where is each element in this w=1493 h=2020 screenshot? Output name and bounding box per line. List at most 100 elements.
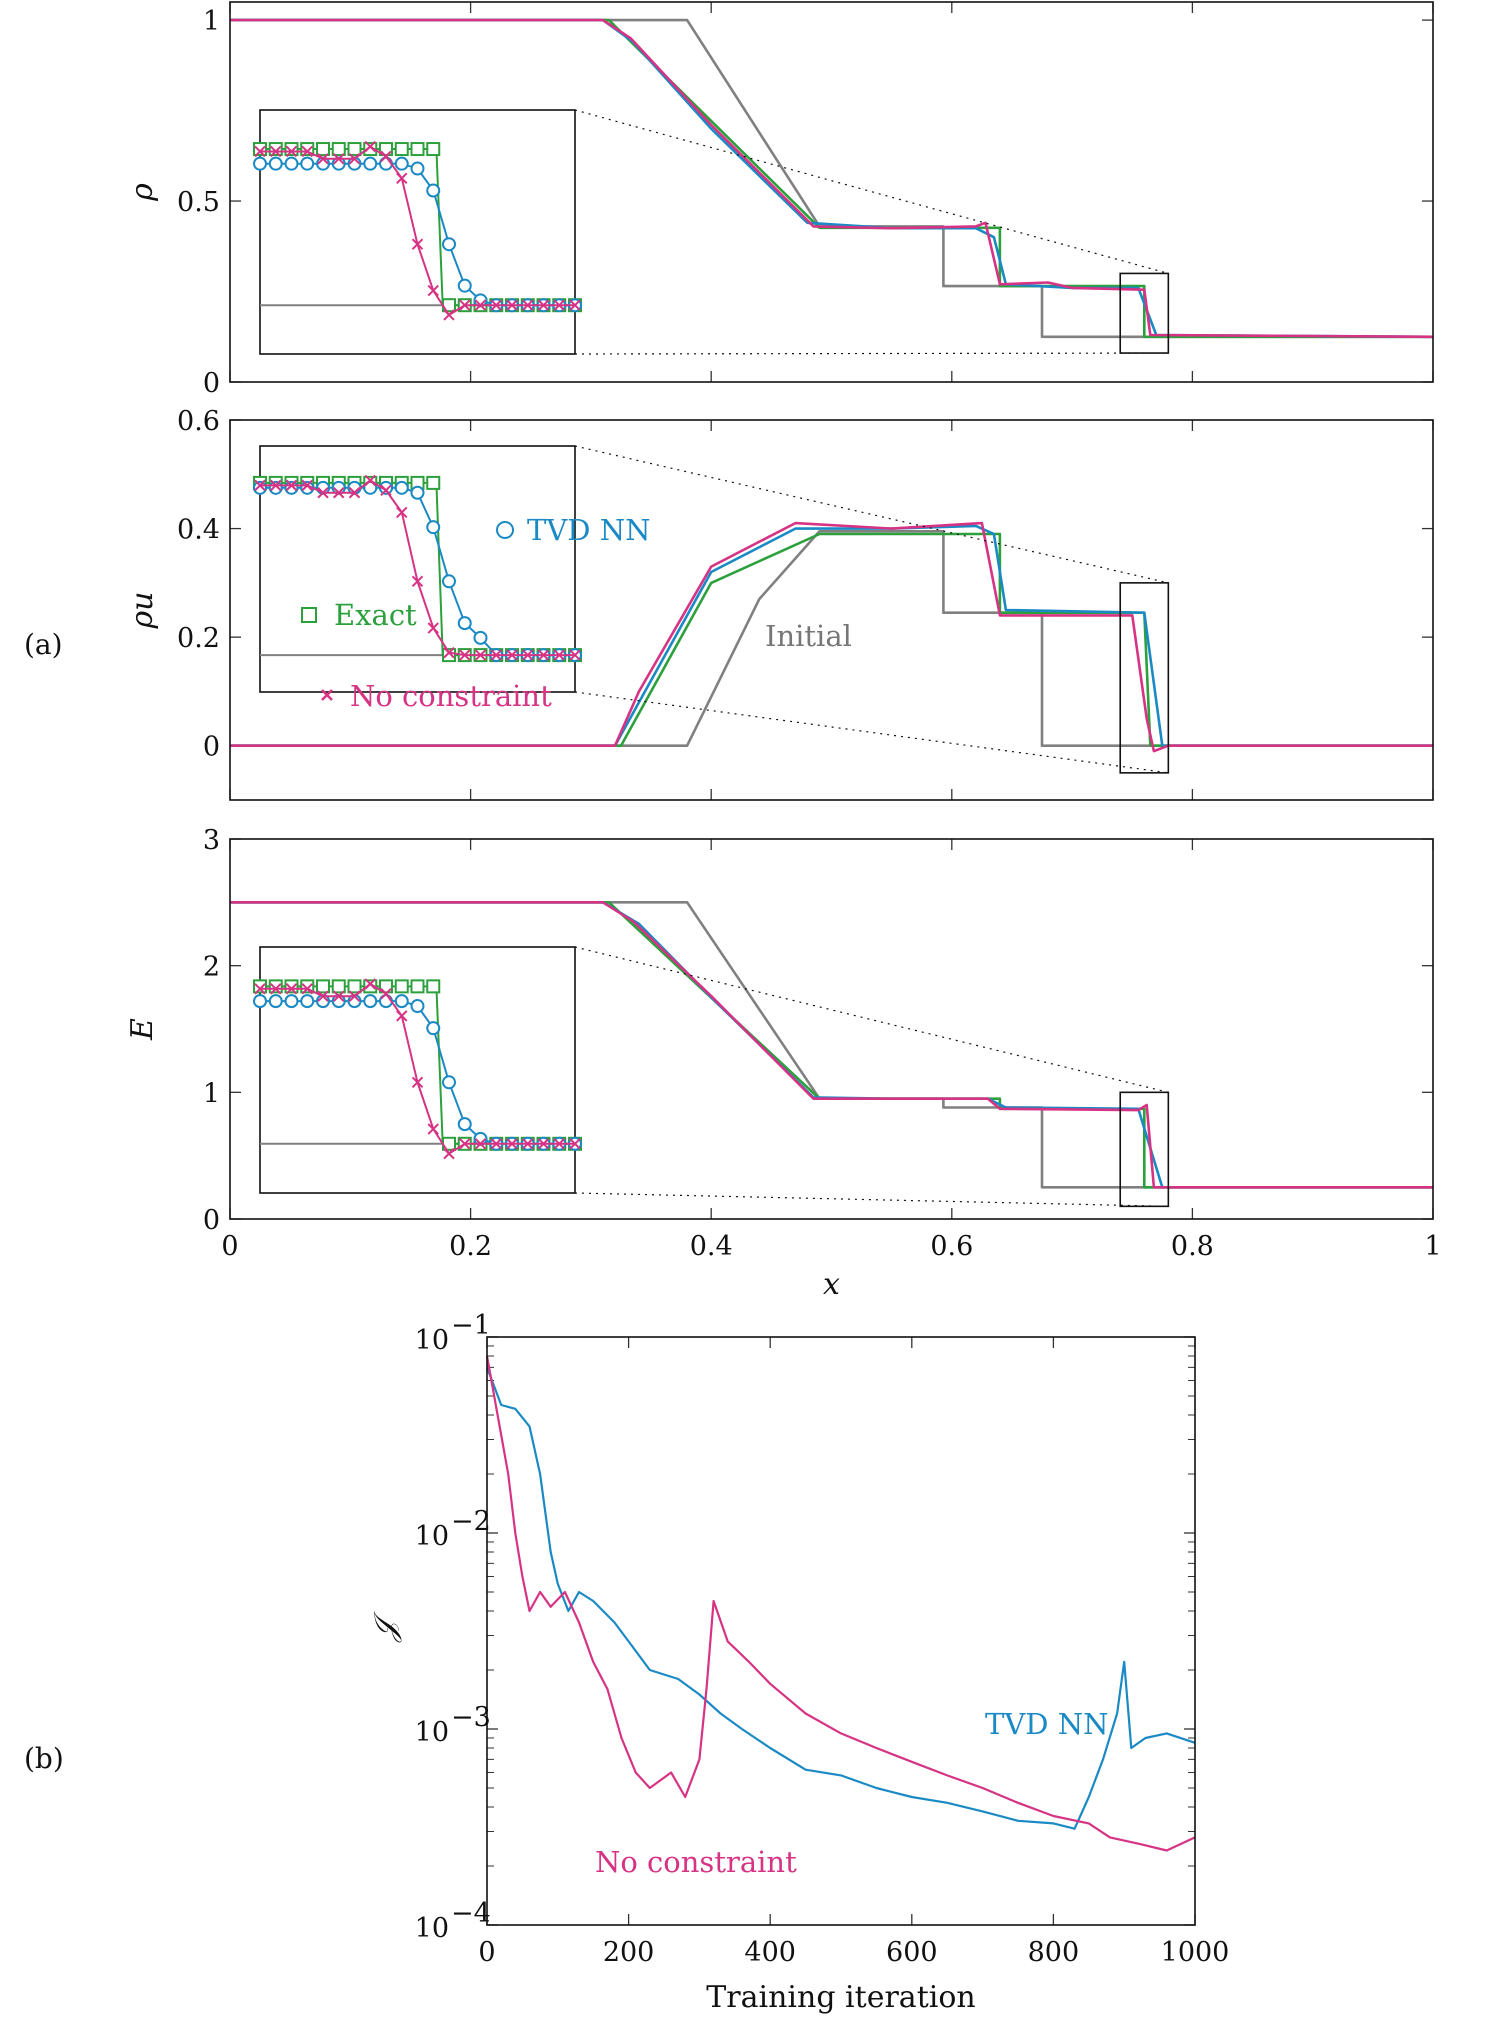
- legend-initial-label: Initial: [765, 619, 852, 653]
- inset-noconstraint-marker: [254, 479, 266, 492]
- inset-noconstraint-marker: [270, 983, 282, 995]
- inset-noconstraint-marker: [380, 150, 392, 163]
- inset-tvd-marker: [426, 1021, 441, 1036]
- inset-noconstraint-marker: [522, 649, 534, 661]
- zoom-region-box: [1119, 1091, 1170, 1208]
- inset-tvd-marker: [394, 156, 409, 171]
- y-axis-label: E: [125, 1018, 160, 1041]
- inset-noconstraint-marker: [474, 649, 487, 661]
- inset-noconstraint-marker: [459, 299, 471, 311]
- inset-tvd-marker: [442, 574, 456, 589]
- inset-tvd-marker: [253, 994, 267, 1009]
- inset-noconstraint-marker: [443, 309, 455, 321]
- series-line-tvd-nn: [485, 1367, 1196, 1830]
- inset-noconstraint-marker: [427, 622, 439, 634]
- inset-noconstraint-marker: [254, 983, 266, 995]
- inset-noconstraint-marker: [443, 1147, 455, 1160]
- inset-tvd-marker: [410, 485, 425, 500]
- y-tick-label: 0.2: [177, 623, 220, 654]
- inset-exact-marker: [410, 142, 425, 157]
- series-line-exact: [230, 532, 1433, 747]
- inset-noconstraint-marker: [333, 153, 345, 165]
- inset-noconstraint-marker: [506, 1138, 518, 1150]
- inset-noconstraint-marker: [364, 474, 376, 487]
- x-tick-label: 0.2: [449, 1231, 492, 1262]
- x-tick-label: 0.4: [690, 1231, 733, 1262]
- x-tick-label: 1: [1424, 1231, 1441, 1262]
- inset-tvd-marker: [379, 480, 393, 495]
- legend-tvd-label: TVD NN: [985, 1707, 1109, 1741]
- inset-noconstraint-marker: [348, 990, 361, 1002]
- inset-exact-marker: [394, 979, 409, 994]
- y-tick-exponent: −4: [451, 1898, 491, 1929]
- legend-exact-label: Exact: [334, 598, 417, 632]
- plot-frame: [486, 1336, 1196, 1926]
- inset-noconstraint-marker: [301, 983, 313, 995]
- inset-tvd-marker: [300, 994, 315, 1009]
- inset-noconstraint-marker: [427, 1123, 439, 1135]
- inset-exact-marker: [316, 979, 330, 994]
- inset-noconstraint-marker: [553, 1138, 565, 1150]
- y-axis-label: 𝒥: [368, 1610, 403, 1643]
- inset-noconstraint-marker: [333, 990, 345, 1002]
- inset-exact-marker: [426, 475, 441, 490]
- inset-tvd-marker: [268, 480, 283, 495]
- chart-panel-0: 00.51ρ: [125, 1, 1434, 399]
- x-axis-label: Training iteration: [706, 1980, 975, 2015]
- inset-tvd-marker: [442, 237, 456, 252]
- panel-label-a: (a): [24, 628, 63, 661]
- x-tick-label: 800: [1028, 1937, 1080, 1968]
- inset-tvd-marker: [284, 480, 299, 495]
- panel-label-b: (b): [24, 1742, 64, 1775]
- y-tick-label: 0.5: [177, 187, 220, 218]
- inset-noconstraint-marker: [506, 649, 518, 661]
- inset-exact-marker: [331, 979, 346, 994]
- legend-exact-marker: [301, 607, 317, 623]
- inset-exact-marker: [347, 142, 362, 157]
- x-axis-label: x: [823, 1267, 840, 1302]
- inset-noconstraint-marker: [411, 238, 424, 250]
- inset-noconstraint-marker: [285, 479, 298, 492]
- x-tick-label: 400: [744, 1937, 796, 1968]
- inset-tvd-marker: [410, 161, 425, 176]
- inset-tvd-marker: [426, 520, 441, 535]
- inset-noconstraint-marker: [270, 479, 282, 492]
- inset-noconstraint-marker: [380, 484, 392, 496]
- y-tick-label: 0: [203, 1205, 220, 1236]
- y-tick-label: 3: [203, 825, 220, 856]
- plot-frame: [229, 419, 1434, 801]
- x-tick-label: 200: [603, 1937, 655, 1968]
- inset-tvd-marker: [268, 156, 283, 171]
- inset-tvd-marker: [253, 480, 267, 495]
- inset-tvd-marker: [442, 1075, 456, 1090]
- series-line-no-constraint: [485, 1355, 1196, 1852]
- zoom-connector: [574, 352, 1169, 355]
- inset-noconstraint-marker: [490, 1138, 502, 1150]
- inset-tvd-marker: [473, 630, 488, 645]
- inset-noconstraint-marker: [364, 978, 376, 990]
- plot-frame: [229, 1, 1434, 383]
- legend-noconstraint-marker: [321, 689, 333, 701]
- y-tick-label: 0: [203, 368, 220, 399]
- inset-noconstraint-marker: [254, 145, 266, 158]
- inset-tvd-marker: [268, 994, 283, 1009]
- y-tick-label: 1: [203, 1078, 220, 1109]
- inset-noconstraint-marker: [459, 1138, 471, 1150]
- inset-noconstraint-marker: [285, 983, 298, 995]
- inset-exact-marker: [394, 142, 409, 157]
- zoom-connector: [574, 946, 1169, 1093]
- y-tick-label: 0: [203, 732, 220, 763]
- series-line-initial: [230, 901, 1433, 1189]
- x-tick-label: 0.6: [930, 1231, 973, 1262]
- inset-noconstraint-marker: [522, 1138, 534, 1150]
- plot-frame: [229, 838, 1434, 1220]
- inset-exact-marker: [253, 979, 267, 994]
- legend-tvd-label: TVD NN: [527, 513, 651, 547]
- inset-exact-marker: [284, 979, 299, 994]
- inset-noconstraint-marker: [427, 284, 439, 297]
